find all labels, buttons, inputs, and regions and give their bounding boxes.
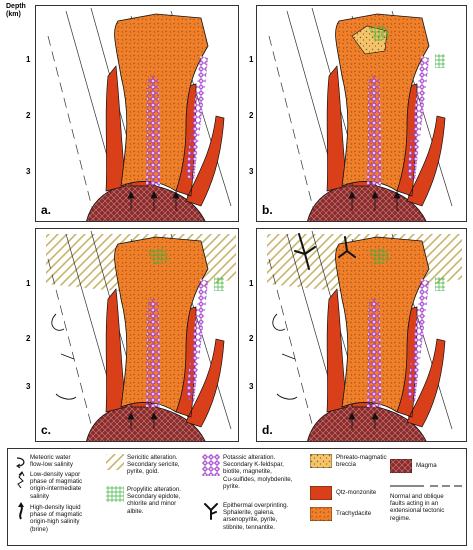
depth-tick-1: 1 xyxy=(249,279,254,288)
potassic-zone xyxy=(367,279,429,407)
potassic-zone xyxy=(146,279,208,407)
panel-d: d. xyxy=(256,228,467,442)
depth-tick-2: 2 xyxy=(249,111,254,120)
epithermal-vein-icon xyxy=(204,503,218,520)
qtz-monzonite-swatch xyxy=(310,486,332,500)
breccia-swatch xyxy=(310,454,332,468)
panel-label: a. xyxy=(41,203,52,217)
potassic-swatch xyxy=(202,454,220,476)
panel-label: b. xyxy=(262,203,273,217)
potassic-zone xyxy=(146,56,208,186)
fault-line-icon xyxy=(390,485,464,487)
depth-tick-3: 3 xyxy=(26,382,31,391)
vapor-arrow-icon xyxy=(17,471,25,489)
propylitic-zone xyxy=(148,247,224,291)
depth-tick-2: 2 xyxy=(249,334,254,343)
sericitic-swatch xyxy=(106,454,124,470)
panel-c: c. xyxy=(35,228,239,442)
legend-qtz-monzonite: Qtz-monzonite xyxy=(336,489,377,496)
legend-potassic: Potassic alteration.Secondary K-feldspar… xyxy=(223,454,293,490)
depth-tick-3: 3 xyxy=(249,167,254,176)
fluid-arrows xyxy=(348,412,379,429)
propylitic-zone xyxy=(369,24,445,68)
fluid-arrows xyxy=(127,191,180,211)
magma-swatch xyxy=(390,459,412,473)
panel-a: a. xyxy=(35,5,239,222)
legend-epithermal: Epithermal overprinting.Sphalerite, gale… xyxy=(223,502,289,531)
depth-tick-1: 1 xyxy=(249,55,254,64)
propylitic-swatch xyxy=(106,486,124,502)
depth-tick-2: 2 xyxy=(26,334,31,343)
potassic-zone xyxy=(367,56,429,186)
legend-trachydacite: Trachydacite xyxy=(336,510,372,517)
fluid-arrows xyxy=(127,412,158,429)
depth-tick-3: 3 xyxy=(26,167,31,176)
legend-magma: Magma xyxy=(416,462,437,469)
depth-tick-3: 3 xyxy=(249,382,254,391)
trachydacite-swatch xyxy=(310,507,332,521)
panel-label: d. xyxy=(262,423,273,437)
panel-label: c. xyxy=(41,423,52,437)
fluid-arrows xyxy=(348,191,401,211)
propylitic-zone xyxy=(369,247,445,291)
legend-sericitic: Sericitic alteration.Secondary sericite,… xyxy=(127,454,180,476)
meteoric-arrow-icon xyxy=(16,457,25,469)
legend-propylitic: Propylitic alteration.Secondary epidote,… xyxy=(127,486,181,515)
depth-tick-2: 2 xyxy=(26,111,31,120)
meteoric-arrows xyxy=(51,313,77,400)
depth-tick-1: 1 xyxy=(26,55,31,64)
depth-axis-title: Depth(km) xyxy=(6,3,26,18)
meteoric-arrows xyxy=(272,313,298,400)
epithermal-veins xyxy=(294,233,356,270)
panel-b: b. xyxy=(256,5,467,222)
liquid-arrow-icon xyxy=(18,502,24,520)
depth-tick-1: 1 xyxy=(26,279,31,288)
